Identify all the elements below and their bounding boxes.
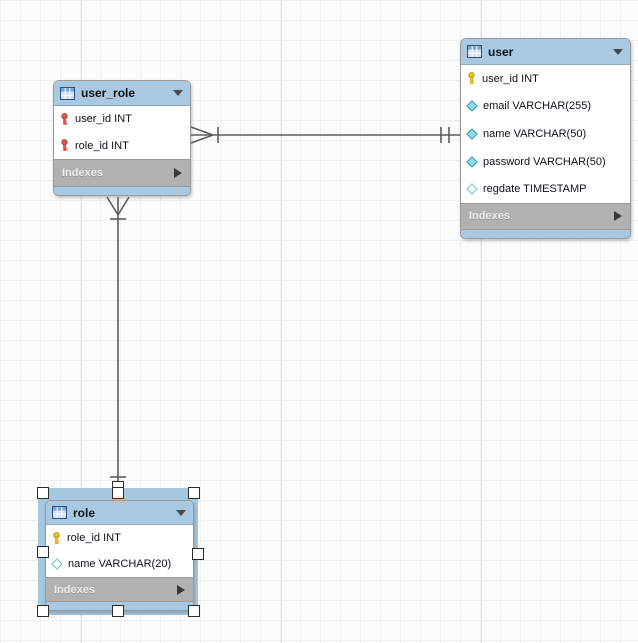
foreign-primary-key-icon: [61, 139, 68, 152]
selection-handle-bottom-right[interactable]: [188, 605, 200, 617]
column-row[interactable]: role_id INT: [46, 525, 193, 551]
collapse-icon[interactable]: [173, 90, 183, 96]
column-row[interactable]: name VARCHAR(20): [46, 551, 193, 577]
attribute-notnull-icon: [466, 100, 478, 113]
selection-handle-bottom-left[interactable]: [37, 605, 49, 617]
column-row[interactable]: role_id INT: [54, 132, 190, 159]
table-user[interactable]: user user_id INT email VARCHAR(255) name…: [460, 38, 631, 239]
column-row[interactable]: password VARCHAR(50): [461, 147, 630, 176]
column-label: password VARCHAR(50): [483, 155, 606, 168]
indexes-label: Indexes: [469, 210, 510, 223]
column-label: name VARCHAR(20): [68, 558, 172, 570]
indexes-bar[interactable]: Indexes: [461, 202, 630, 229]
column-label: user_id INT: [482, 72, 539, 85]
expand-icon[interactable]: [614, 211, 622, 222]
column-label: regdate TIMESTAMP: [483, 183, 587, 196]
attribute-notnull-icon: [466, 155, 478, 168]
expand-icon[interactable]: [174, 168, 182, 178]
primary-key-icon: [468, 72, 475, 85]
attribute-nullable-icon: [51, 558, 63, 570]
column-row[interactable]: user_id INT: [54, 106, 190, 133]
column-label: user_id INT: [75, 113, 132, 126]
column-row[interactable]: email VARCHAR(255): [461, 92, 630, 121]
primary-key-icon: [53, 531, 60, 544]
indexes-bar[interactable]: Indexes: [54, 159, 190, 186]
indexes-label: Indexes: [54, 583, 95, 596]
column-label: email VARCHAR(255): [483, 100, 591, 113]
table-title: user: [488, 44, 514, 59]
selection-handle-top-right[interactable]: [188, 487, 200, 499]
column-label: role_id INT: [67, 532, 121, 544]
table-title: user_role: [81, 86, 136, 100]
foreign-primary-key-icon: [61, 112, 68, 125]
table-user_role[interactable]: user_role user_id INT role_id INT Indexe…: [53, 80, 191, 196]
expand-icon[interactable]: [177, 584, 185, 595]
table-header-user_role[interactable]: user_role: [54, 81, 190, 106]
column-row[interactable]: user_id INT: [461, 65, 630, 93]
table-role[interactable]: role role_id INT name VARCHAR(20) Indexe…: [45, 500, 194, 611]
relationship-user_role-user[interactable]: [190, 126, 460, 144]
table-icon: [52, 506, 67, 519]
attribute-nullable-icon: [466, 183, 478, 196]
column-row[interactable]: name VARCHAR(50): [461, 120, 630, 148]
table-header-role[interactable]: role: [46, 501, 193, 525]
table-icon: [467, 45, 482, 58]
selection-handle-bottom-center[interactable]: [112, 605, 124, 617]
selection-handle-mid-right[interactable]: [192, 548, 204, 560]
selection-handle-top-left[interactable]: [37, 487, 49, 499]
table-footer: [54, 186, 190, 195]
table-title: role: [73, 505, 96, 520]
selection-handle-top-center[interactable]: [112, 487, 124, 499]
table-header-user[interactable]: user: [461, 39, 630, 65]
column-row[interactable]: regdate TIMESTAMP: [461, 175, 630, 203]
table-icon: [60, 86, 75, 100]
column-label: name VARCHAR(50): [483, 127, 587, 140]
selection-handle-mid-left[interactable]: [37, 546, 49, 558]
collapse-icon[interactable]: [613, 48, 623, 55]
column-label: role_id INT: [75, 139, 129, 152]
collapse-icon[interactable]: [176, 509, 186, 516]
relationship-user_role-role[interactable]: [106, 196, 130, 490]
table-footer: [461, 228, 630, 238]
indexes-bar[interactable]: Indexes: [46, 577, 193, 601]
attribute-notnull-icon: [466, 128, 478, 140]
indexes-label: Indexes: [62, 167, 103, 179]
